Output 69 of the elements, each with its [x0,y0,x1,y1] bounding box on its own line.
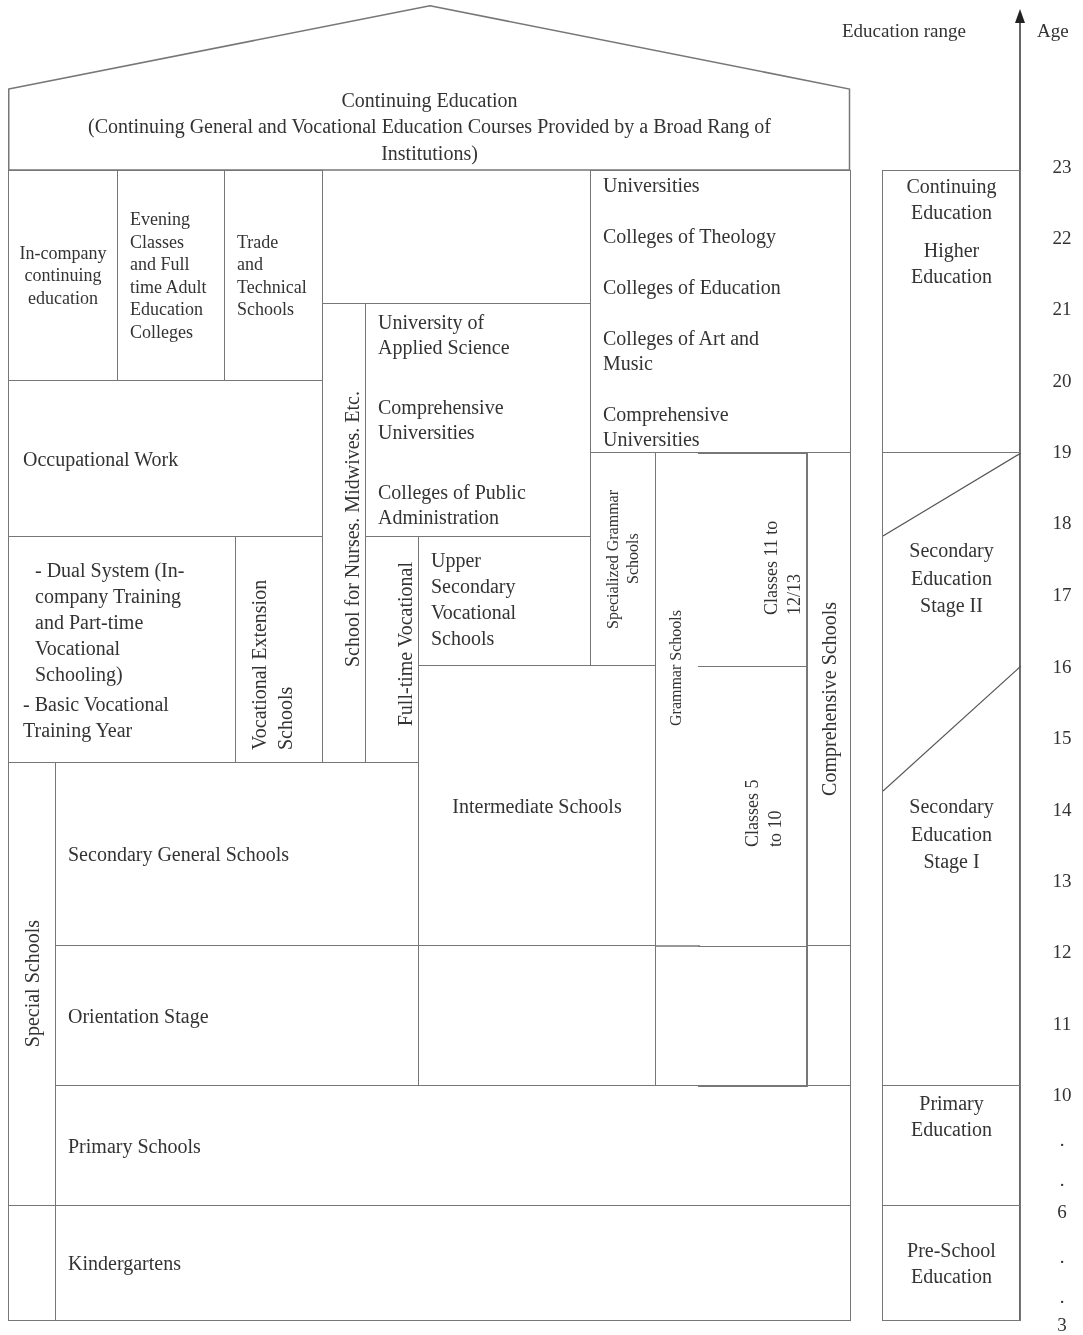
box-label: - Basic Vocational Training Year [22,691,170,743]
school-box [590,170,851,453]
school-box [882,170,1021,453]
box-label: Upper Secondary Vocational Schools [430,548,518,651]
range-label: Secondary Education Stage II [908,538,995,619]
subheading: (Continuing General and Vocational Education Courses Provided by a Broad Rang of Institutions) [87,114,772,167]
empty-box [698,946,808,1087]
age-tick-label: 22 [1051,226,1073,250]
vertical-label: Comprehensive Schools [816,602,841,796]
box-label: Primary Schools [67,1133,202,1159]
vertical-label: Grammar Schools [666,609,685,728]
age-tick-label: 10 [1051,1083,1073,1107]
vertical-label: School for Nurses. Midwives. Etc. [340,390,364,668]
box-label: Colleges of Public Administration [377,480,527,530]
box-label: Comprehensive Universities [377,395,505,445]
school-box [882,1085,1021,1206]
age-tick-label: 16 [1051,655,1073,679]
box-label: University of Applied Science [377,310,511,360]
vertical-label: Classes 11 to 12/13 [760,519,806,615]
vertical-label: Classes 5 to 10 [741,778,787,847]
vertical-label: Specialized Grammar Schools [603,488,642,631]
box-label: Universities [602,173,701,198]
box-label: Higher Education [909,238,994,289]
box-label: In-company continuing education [18,241,108,310]
age-tick-label: 14 [1051,798,1073,822]
box-label: - Dual System (In-company Training and Part-time Vocational Schooling) [34,557,186,687]
box-label: Kindergartens [67,1251,182,1276]
box-label: Colleges of Education [602,275,782,300]
vertical-label: Full-time Vocational [393,562,417,727]
education-range-label: Education range [842,19,966,43]
age-tick-label: 11 [1051,1012,1073,1036]
box-label: Pre-School Education [906,1238,997,1289]
vertical-label: Vocational Extension Schools [247,578,297,750]
box-label: Secondary General Schools [67,842,291,867]
age-tick-label: 18 [1051,511,1073,535]
box-label: Orientation Stage [67,1003,210,1029]
age-tick-label: 3 [1056,1313,1068,1335]
box-label: Intermediate Schools [451,793,623,819]
range-label: Secondary Education Stage I [908,794,995,875]
age-tick-label: 23 [1051,155,1073,179]
empty-box [8,1205,56,1321]
school-box [8,170,118,381]
box-label: Primary Education [909,1091,994,1142]
grammar-schools-column [655,452,807,1086]
age-tick-label: 12 [1051,940,1073,964]
box-label: Evening Classes and Full time Adult Education Colleges [129,208,208,343]
axis-label: Age [1037,19,1069,43]
school-box [55,1205,851,1321]
box-label: Continuing Education [905,174,998,225]
box-label: Comprehensive Universities [602,402,730,452]
heading: Continuing Education [340,88,519,114]
age-tick-label: 19 [1051,440,1073,464]
age-tick-label: 13 [1051,869,1073,893]
school-box [698,453,808,667]
age-tick-label: . [1058,1245,1066,1269]
age-tick-label: 6 [1056,1200,1068,1224]
age-tick-label: 20 [1051,369,1073,393]
range-box [882,452,1021,1086]
box-label: Colleges of Art and Music [602,326,761,376]
age-tick-label: . [1058,1168,1066,1192]
box-label: Occupational Work [22,446,180,472]
age-tick-label: 15 [1051,726,1073,750]
vertical-label: Special Schools [20,920,45,1048]
age-tick-label: 17 [1051,583,1073,607]
age-tick-label: 21 [1051,297,1073,321]
age-tick-label: . [1058,1285,1066,1309]
box-label: Colleges of Theology [602,224,777,249]
age-tick-label: . [1058,1128,1066,1152]
school-box [882,1205,1021,1321]
